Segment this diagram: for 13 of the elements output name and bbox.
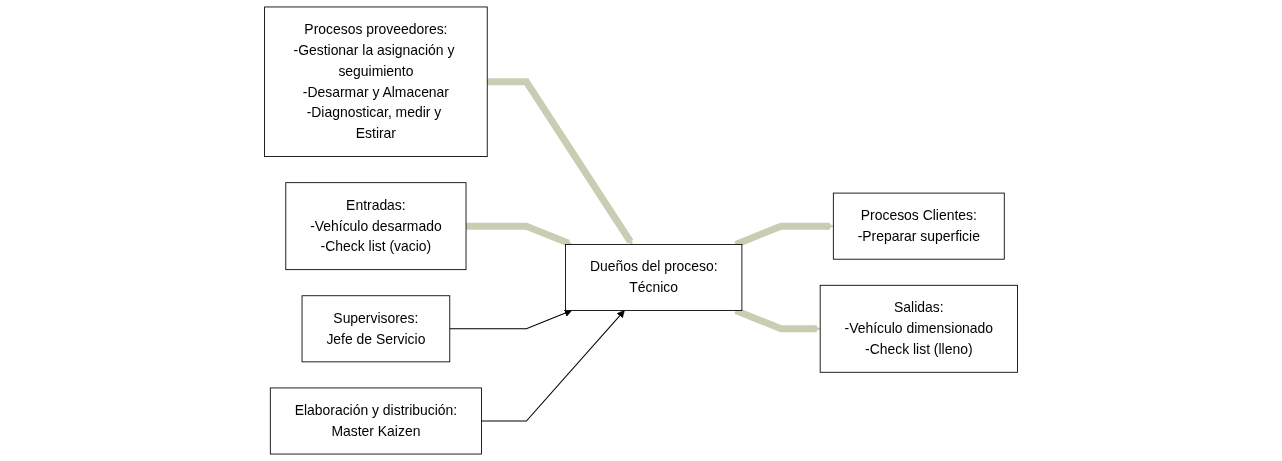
node-box: Supervisores: Jefe de Servicio: [301, 295, 451, 363]
node-box: Procesos Clientes: -Preparar superficie: [832, 192, 1005, 260]
node-box: Dueños del proceso: Técnico: [565, 244, 743, 311]
node-box: Entradas: -Vehículo desarmado -Check list (vacio): [285, 182, 467, 271]
node-box: Salidas: -Vehículo dimensionado -Check list (lleno): [819, 284, 1018, 373]
arrow: [449, 309, 573, 330]
arrow: [487, 78, 634, 245]
arrow: [734, 307, 821, 333]
arrow: [734, 222, 834, 248]
node-box: Elaboración y distribución: Master Kaizen: [269, 387, 482, 455]
arrow: [466, 222, 573, 247]
node-box: Procesos proveedores: -Gestionar la asignación y seguimiento -Desarmar y Almacenar -Diagnosticar, medir y Estirar: [264, 6, 488, 157]
arrow: [480, 310, 625, 422]
